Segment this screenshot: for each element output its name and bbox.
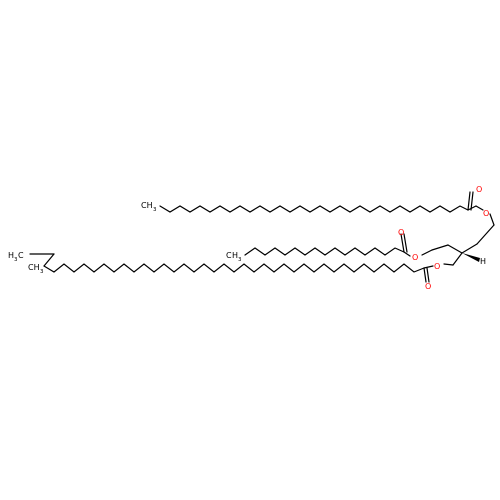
svg-text:C: C — [18, 251, 24, 260]
svg-text:3: 3 — [238, 257, 242, 263]
lower-ester — [423, 263, 454, 283]
svg-text:3: 3 — [40, 269, 44, 275]
middle-acyl-chain — [244, 247, 405, 256]
top-acyl-chain — [159, 205, 469, 213]
svg-text:3: 3 — [14, 257, 18, 263]
stereo-hydrogen: H — [480, 257, 486, 266]
middle-ester — [400, 233, 478, 257]
top-carbonyl-oxygen: O — [476, 185, 482, 194]
svg-text:C: C — [226, 251, 232, 260]
lower-ester-oxygen: O — [434, 262, 440, 271]
branch-methyl-label: CH 3 — [28, 263, 44, 275]
middle-methyl-label: C H 3 — [226, 251, 242, 263]
top-ester-oxygen: O — [483, 209, 489, 218]
svg-text:CH: CH — [141, 201, 153, 210]
svg-text:CH: CH — [28, 263, 40, 272]
middle-ester-oxygen: O — [412, 253, 418, 262]
stereo-center — [452, 252, 480, 266]
svg-text:H: H — [232, 251, 238, 260]
lower-acyl-chain — [29, 253, 425, 273]
svg-text:H: H — [8, 251, 14, 260]
top-methyl-label: CH 3 — [141, 201, 157, 213]
top-ester — [467, 191, 495, 245]
lower-carbonyl-oxygen: O — [425, 282, 431, 291]
svg-text:3: 3 — [153, 207, 157, 213]
ethyl-methyl-label: H 3 C — [8, 251, 24, 263]
middle-carbonyl-oxygen: O — [398, 228, 404, 237]
